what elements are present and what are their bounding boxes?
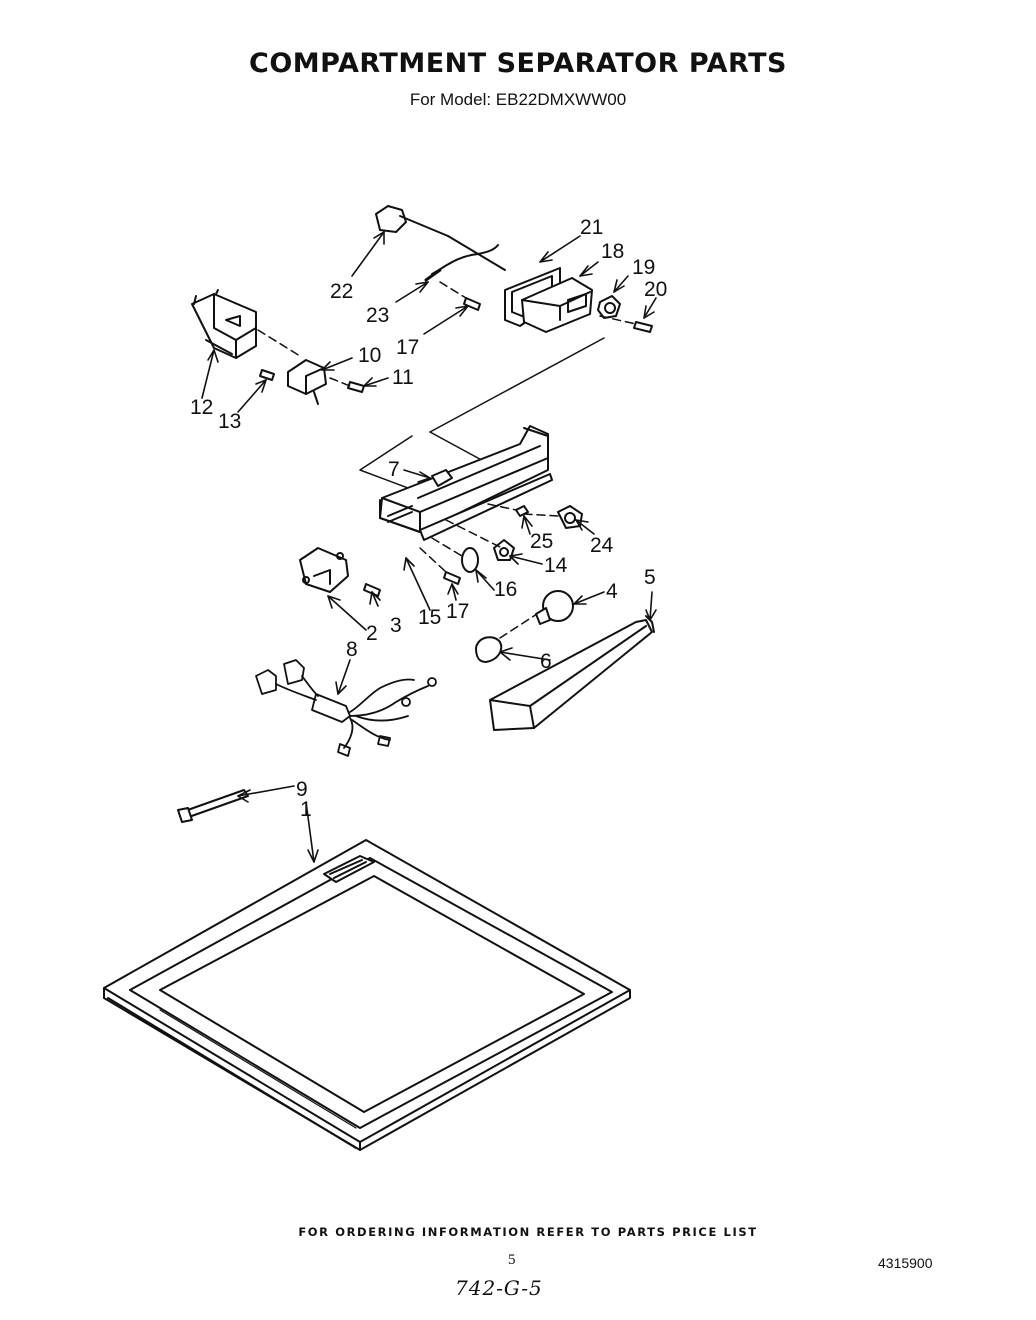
part-4-bulb <box>535 590 574 625</box>
document-number: 4315900 <box>878 1255 933 1271</box>
part-25-clip <box>515 505 529 517</box>
part-20-screw <box>633 321 653 333</box>
part-number-labels: 21 18 19 20 22 23 17 10 11 12 13 7 25 24… <box>190 216 667 821</box>
label-23: 23 <box>366 304 389 327</box>
label-5: 5 <box>644 566 656 589</box>
label-10: 10 <box>358 344 381 367</box>
label-14: 14 <box>544 554 568 577</box>
assembly-lines-mid <box>419 503 559 639</box>
leader-lines <box>201 231 657 863</box>
label-8: 8 <box>346 638 358 661</box>
part-6-lens <box>475 636 503 663</box>
label-22: 22 <box>330 280 353 303</box>
label-11: 11 <box>392 366 414 389</box>
label-7: 7 <box>388 458 400 481</box>
part-3-screw <box>363 583 381 597</box>
part-16-ring <box>461 547 479 573</box>
part-2-lamp-bracket <box>299 547 349 593</box>
label-17-lower: 17 <box>446 600 469 623</box>
label-16: 16 <box>494 578 517 601</box>
part-8-wire-harness <box>255 659 437 757</box>
part-5-trim <box>489 615 655 731</box>
ordering-footer-note: FOR ORDERING INFORMATION REFER TO PARTS … <box>298 1225 758 1239</box>
part-11-screw <box>347 381 365 393</box>
part-12-bracket <box>191 289 257 359</box>
label-20: 20 <box>644 278 667 301</box>
handwritten-note: 742-G-5 <box>455 1276 543 1300</box>
page-title: COMPARTMENT SEPARATOR PARTS <box>249 48 787 79</box>
part-19-knob <box>597 295 621 319</box>
label-24: 24 <box>590 534 614 557</box>
label-1: 1 <box>300 798 312 821</box>
label-21: 21 <box>580 216 603 239</box>
label-2: 2 <box>366 622 378 645</box>
label-18: 18 <box>601 240 624 263</box>
label-9: 9 <box>296 778 308 801</box>
part-1-separator-panel <box>103 839 631 1151</box>
model-subtitle: For Model: EB22DMXWW00 <box>409 90 627 109</box>
part-22-plug <box>375 205 506 271</box>
part-17-screw-upper <box>463 297 481 311</box>
label-17-upper: 17 <box>396 336 419 359</box>
part-24-lamp-socket <box>557 505 583 529</box>
label-25: 25 <box>530 530 553 553</box>
label-15: 15 <box>418 606 441 629</box>
part-18-control-housing <box>521 277 593 333</box>
part-14-grommet <box>493 539 515 561</box>
part-23-wire-lead <box>424 244 499 282</box>
label-4: 4 <box>606 580 618 603</box>
part-17-screw-lower <box>443 571 461 585</box>
label-13: 13 <box>218 410 241 433</box>
part-7-clip <box>431 469 453 487</box>
label-12: 12 <box>190 396 213 419</box>
part-9-thermistor <box>177 789 249 823</box>
part-10-switch <box>287 359 327 405</box>
assembly-lines-top <box>257 281 637 387</box>
page-number: 5 <box>508 1252 516 1268</box>
label-19: 19 <box>632 256 655 279</box>
part-13-screw <box>259 369 275 381</box>
label-3: 3 <box>390 614 402 637</box>
label-6: 6 <box>540 650 552 673</box>
